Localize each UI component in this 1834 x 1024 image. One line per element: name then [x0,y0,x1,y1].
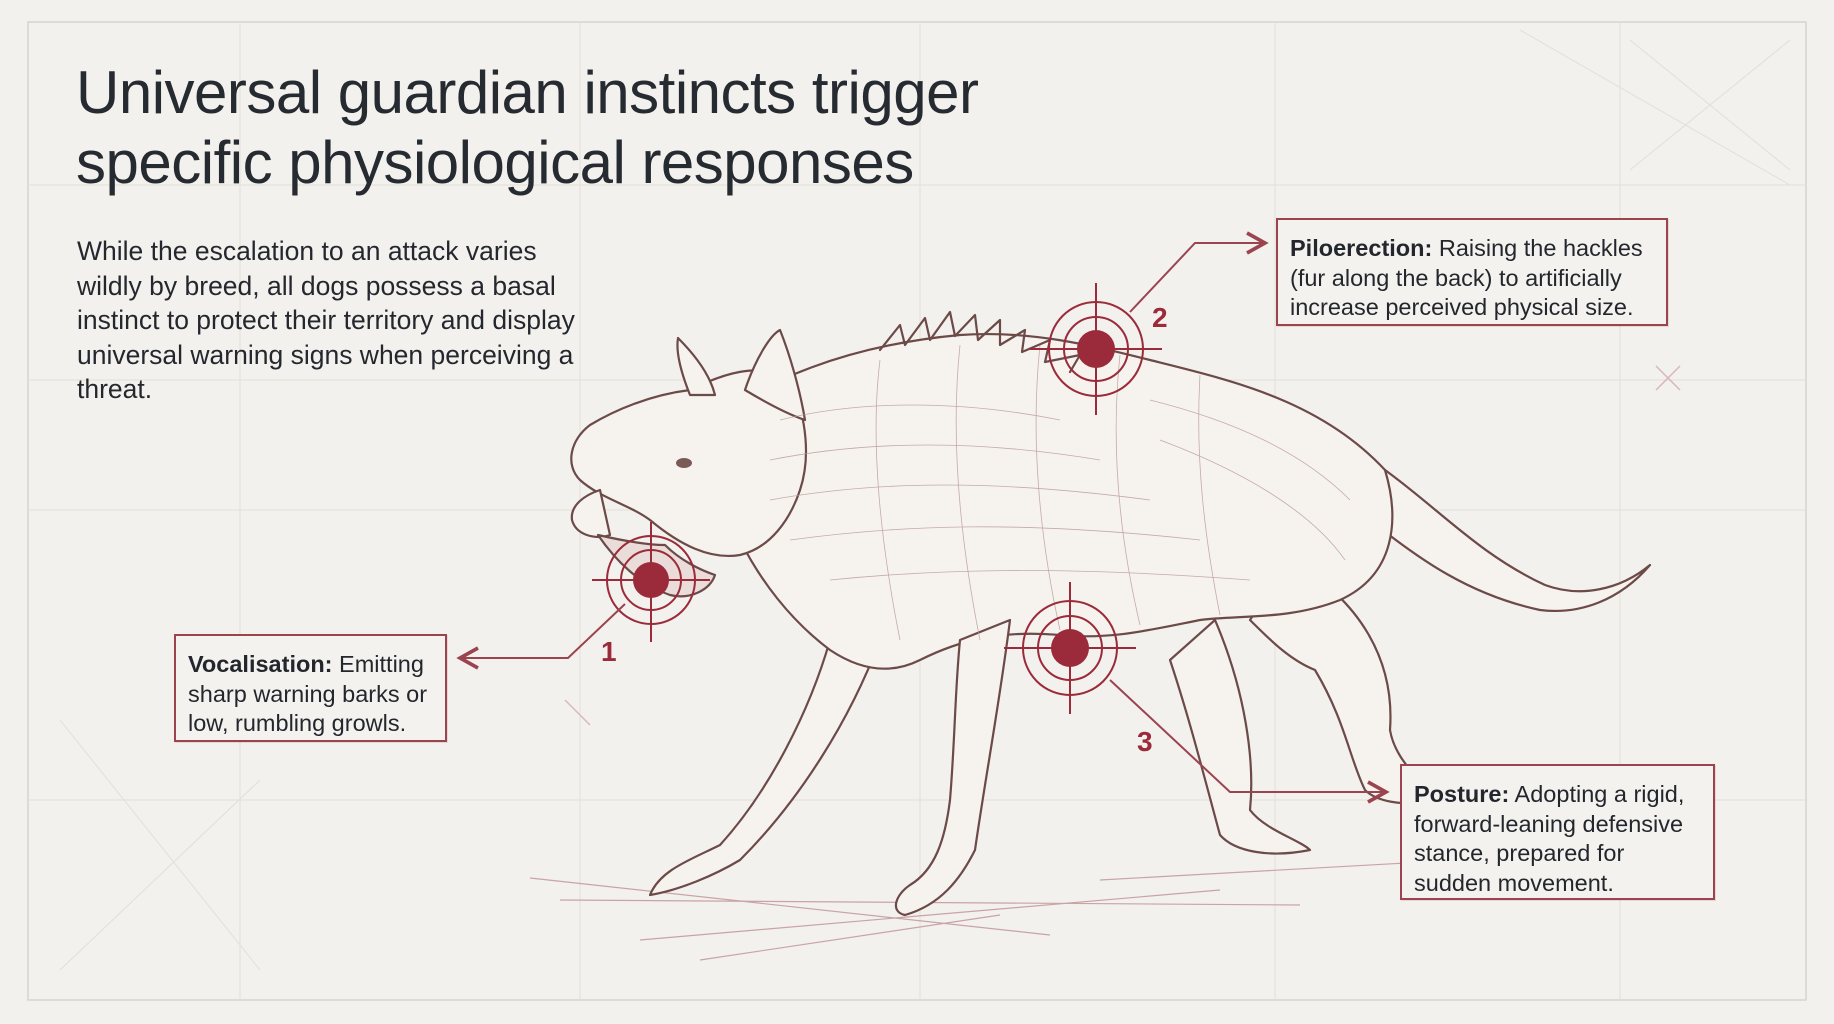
callout-posture-text: Adopting a rigid, forward-leaning defens… [1414,781,1685,896]
marker-number-3: 3 [1137,726,1153,757]
leader-line-piloerection [1129,231,1269,313]
target-vocalisation [592,522,710,642]
leader-line-vocalisation [456,603,626,670]
callout-piloerection: Piloerection: Raising the hackles (fur a… [1276,218,1668,326]
callout-posture: Posture: Adopting a rigid, forward-leani… [1400,764,1715,900]
callout-vocalisation: Vocalisation: Emitting sharp warning bar… [174,634,447,742]
construction-marks [564,365,1681,726]
title-line-2: specific physiological responses [76,129,914,196]
dog-contour-hatching [769,344,1351,641]
callout-piloerection-text: Raising the hackles (fur along the back)… [1290,235,1643,320]
dog-illustration [570,310,1652,917]
callout-vocalisation-text: Emitting sharp warning barks or low, rum… [188,651,428,736]
callout-vocalisation-label: Vocalisation: [188,651,333,677]
leader-lines [456,231,1390,804]
marker-number-1: 1 [601,636,617,667]
callout-posture-label: Posture: [1414,781,1510,807]
title-line-1: Universal guardian instincts trigger [76,59,979,126]
leader-line-posture [1109,679,1390,804]
frame-border [27,21,1807,1001]
marker-number-2: 2 [1152,302,1168,333]
target-piloerection [1030,283,1162,415]
intro-paragraph: While the escalation to an attack varies… [77,236,575,404]
page-title: Universal guardian instincts trigger spe… [76,58,1176,198]
target-posture [1004,582,1136,714]
callout-piloerection-label: Piloerection: [1290,235,1433,261]
